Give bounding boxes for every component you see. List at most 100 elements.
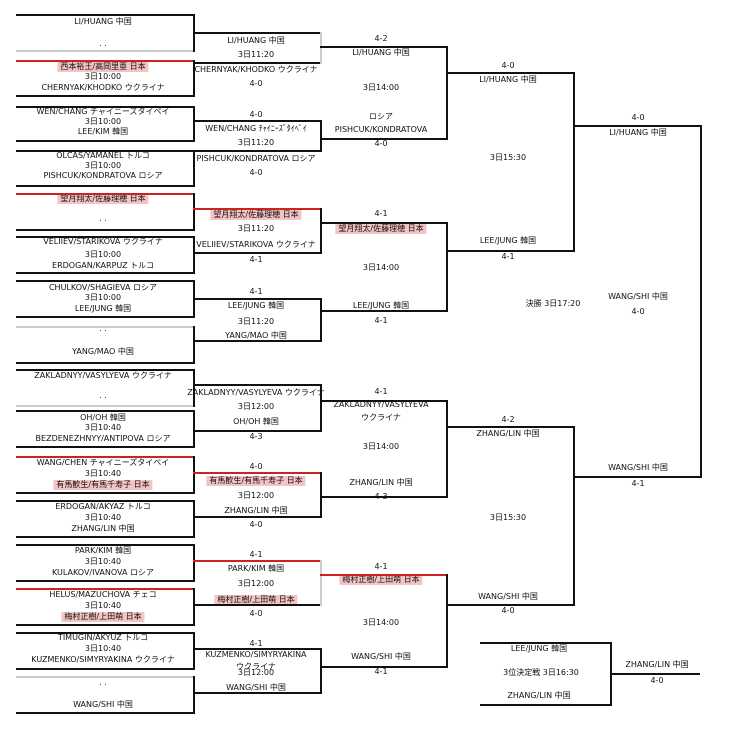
team-name: LEE/JUNG 韓国 xyxy=(227,301,285,310)
third-top-team: LEE/JUNG 韓国 xyxy=(510,644,568,653)
team-name: CHULKOV/SHAGIEVA ロシア xyxy=(48,283,158,292)
bracket-line xyxy=(193,588,195,626)
match-score: 4-0 xyxy=(249,110,263,119)
bracket-line xyxy=(446,250,573,252)
team-name: ウクライナ xyxy=(236,662,276,671)
bracket-line xyxy=(446,574,448,668)
bracket-line xyxy=(480,642,610,644)
match-score: 4-0 xyxy=(249,462,263,471)
match-score: 4-1 xyxy=(374,316,388,325)
match-time: 3日10:40 xyxy=(84,513,122,522)
bracket-line xyxy=(193,544,195,582)
bracket-line xyxy=(320,560,322,606)
team-name: 望月翔太/佐藤理穂 日本 xyxy=(57,194,149,204)
team-name: . . xyxy=(99,391,107,400)
team-name: CHERNYAK/KHODKO ウクライナ xyxy=(41,83,165,92)
bracket-line xyxy=(193,193,195,231)
match-time: 3日12:00 xyxy=(237,579,275,588)
third-score: 4-0 xyxy=(650,676,664,685)
match-score: 4-1 xyxy=(374,562,388,571)
team-name: 梅村正樹/上田萌 日本 xyxy=(214,595,298,605)
team-name: ウクライナ xyxy=(361,413,401,422)
team-name: VELIIEV/STARIKOVA ウクライナ xyxy=(43,237,163,246)
bracket-line xyxy=(446,400,448,498)
match-time: 3日12:00 xyxy=(237,402,275,411)
team-name: CHERNYAK/KHODKO ウクライナ xyxy=(194,65,318,74)
match-score: 4-1 xyxy=(249,550,263,559)
final-score: 4-0 xyxy=(631,307,645,316)
team-name: WANG/SHI 中国 xyxy=(351,652,411,661)
match-time: 3日10:40 xyxy=(84,557,122,566)
team-name: WEN/CHANG チャイニーズタイペイ xyxy=(36,107,170,116)
bracket-line xyxy=(193,340,320,342)
bracket-line xyxy=(16,456,193,458)
team-name: ZAKLADNYY/VASYLYEVA ウクライナ xyxy=(187,388,325,397)
team-name: WANG/SHI 中国 xyxy=(226,683,286,692)
match-time: 3日14:00 xyxy=(362,442,400,451)
bracket-line xyxy=(480,704,610,706)
bracket-line xyxy=(193,252,320,254)
team-name: ZHANG/LIN 中国 xyxy=(349,478,413,487)
bracket-line xyxy=(573,426,575,606)
bracket-line xyxy=(193,298,320,300)
team-name: WANG/SHI 中国 xyxy=(73,700,133,709)
team-name: . . xyxy=(99,324,107,333)
bracket-line xyxy=(16,140,193,142)
team-name: LI/HUANG 中国 xyxy=(479,75,537,84)
bracket-line xyxy=(320,298,322,342)
match-time: 3日10:00 xyxy=(84,72,122,81)
bracket-line xyxy=(16,446,193,448)
match-score: 4-0 xyxy=(249,520,263,529)
bracket-line xyxy=(16,150,193,152)
match-score: 4-1 xyxy=(631,479,645,488)
match-score: 4-2 xyxy=(374,34,388,43)
bracket-line xyxy=(320,310,446,312)
match-time: 3日14:00 xyxy=(362,83,400,92)
team-name: . . xyxy=(99,214,107,223)
match-time: 3日10:40 xyxy=(84,469,122,478)
bracket-line xyxy=(193,150,195,187)
match-score: 4-1 xyxy=(249,639,263,648)
team-name: . . xyxy=(99,39,107,48)
match-score: 4-0 xyxy=(249,79,263,88)
bracket-line xyxy=(16,410,193,412)
match-score: 4-0 xyxy=(374,139,388,148)
bracket-line xyxy=(193,62,320,64)
match-time: 3日11:20 xyxy=(237,50,275,59)
bracket-line xyxy=(446,46,448,140)
bracket-line xyxy=(16,362,193,364)
team-name: ZHANG/LIN 中国 xyxy=(71,524,135,533)
bracket-line xyxy=(16,236,193,238)
team-name: OLCAS/YAMANEL トルコ xyxy=(56,151,150,160)
team-name: 望月翔太/佐藤理穂 日本 xyxy=(335,224,427,234)
team-name: PARK/KIM 韓国 xyxy=(74,546,132,555)
match-score: 4-0 xyxy=(501,61,515,70)
bracket-line xyxy=(320,208,322,254)
bracket-line xyxy=(193,648,320,650)
team-name: ERDOGAN/AKYAZ トルコ xyxy=(55,502,151,511)
team-name: LEE/KIM 韓国 xyxy=(77,127,129,136)
bracket-line xyxy=(446,222,448,312)
team-name: OH/OH 韓国 xyxy=(80,413,126,422)
bracket-line xyxy=(320,496,446,498)
bracket-line xyxy=(193,410,195,448)
bracket-line xyxy=(320,574,446,576)
match-score: 4-1 xyxy=(501,252,515,261)
final-label: 決勝 3日17:20 xyxy=(525,299,581,308)
team-name: WANG/SHI 中国 xyxy=(608,463,668,472)
team-name: HELUS/MAZUCHOVA チェコ xyxy=(49,590,157,599)
team-name: 有馬歓生/有馬千寿子 日本 xyxy=(53,480,153,490)
team-name: 梅村正樹/上田萌 日本 xyxy=(61,612,145,622)
bracket-line xyxy=(16,624,193,626)
bracket-line xyxy=(320,400,446,402)
match-time: 3日14:00 xyxy=(362,618,400,627)
team-name: TIMUGIN/AKYUZ トルコ xyxy=(57,633,149,642)
team-name: ZHANG/LIN 中国 xyxy=(476,429,540,438)
bracket-line xyxy=(16,14,193,16)
match-time: 3日11:20 xyxy=(237,317,275,326)
match-score: 4-1 xyxy=(249,255,263,264)
bracket-line xyxy=(16,712,193,714)
match-time: 3日12:00 xyxy=(237,668,275,677)
bracket-line xyxy=(193,500,195,538)
team-name: PARK/KIM 韓国 xyxy=(227,564,285,573)
